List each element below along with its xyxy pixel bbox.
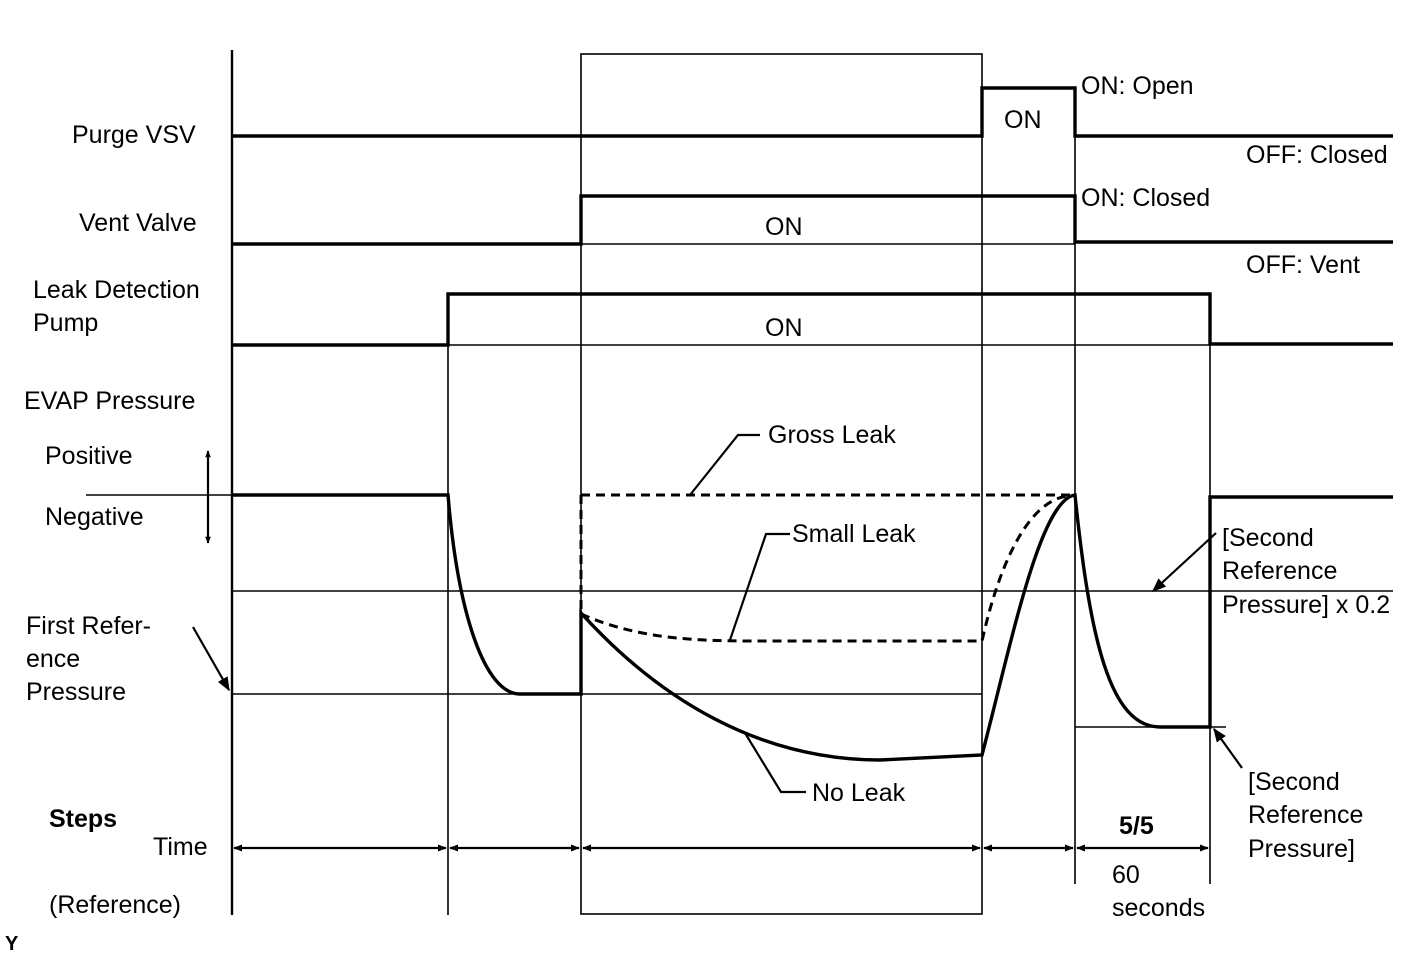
vent-valve-label: Vent Valve [79, 209, 197, 237]
leak-pump-trace [232, 292, 1393, 347]
gross-leak-label: Gross Leak [768, 421, 896, 449]
second-ref-x02-label-line3: Pressure] x 0.2 [1222, 591, 1390, 619]
second-ref-arrow [1213, 727, 1243, 769]
step-5-label: 5/5 [1119, 812, 1154, 840]
purge-on-state: ON [1004, 106, 1042, 134]
leak-pump-label-line1: Leak Detection [33, 276, 200, 304]
steps-label: Steps [49, 805, 117, 833]
negative-label: Negative [45, 503, 144, 531]
positive-label: Positive [45, 442, 133, 470]
small-leak-leader [728, 532, 790, 641]
second-ref-x02-label-line2: Reference [1222, 557, 1337, 585]
no-leak-label: No Leak [812, 779, 906, 807]
reference-label: (Reference) [49, 891, 181, 919]
pump-on-state: ON [765, 314, 803, 342]
corner-mark: Y [5, 933, 19, 955]
vent-on-note: ON: Closed [1081, 184, 1210, 212]
time-label: Time [153, 833, 208, 861]
vent-off-note: OFF: Vent [1246, 251, 1360, 279]
second-ref-x02-arrow [1151, 532, 1217, 592]
leak-pump-label-line2: Pump [33, 309, 98, 337]
evap-pressure-small-leak-trace [580, 494, 1069, 643]
vent-valve-trace [232, 194, 1393, 246]
first-ref-arrow [192, 626, 230, 692]
step-box-3 [580, 53, 983, 915]
gross-leak-leader [689, 433, 760, 496]
first-ref-label-line1: First Refer- [26, 612, 151, 640]
evap-pressure-gross-leak-trace [579, 493, 1075, 612]
duration-label-line1: 60 [1112, 861, 1140, 889]
first-ref-label-line2: ence [26, 645, 80, 673]
duration-label-line2: seconds [1112, 894, 1205, 922]
purge-vsv-trace [232, 86, 1393, 138]
vent-on-state: ON [765, 213, 803, 241]
second-ref-label-line1: [Second [1248, 768, 1340, 796]
evap-pressure-label: EVAP Pressure [24, 387, 195, 415]
no-leak-leader [744, 732, 806, 794]
small-leak-label: Small Leak [792, 520, 916, 548]
evap-pressure-no-leak-trace [232, 493, 1393, 762]
purge-off-note: OFF: Closed [1246, 141, 1388, 169]
second-ref-x02-label-line1: [Second [1222, 524, 1314, 552]
second-ref-label-line3: Pressure] [1248, 835, 1355, 863]
purge-vsv-label: Purge VSV [72, 121, 196, 149]
purge-on-note: ON: Open [1081, 72, 1194, 100]
first-ref-label-line3: Pressure [26, 678, 126, 706]
second-ref-label-line2: Reference [1248, 801, 1363, 829]
